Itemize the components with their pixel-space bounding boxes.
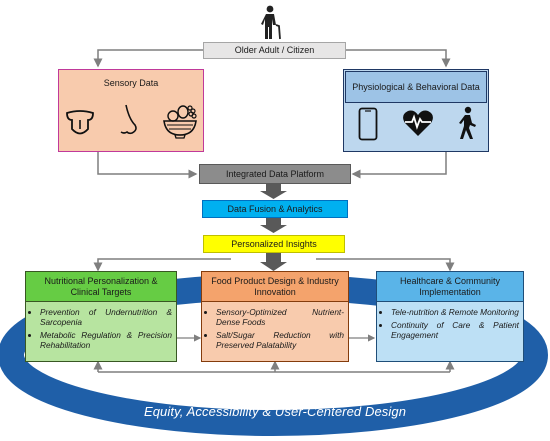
panel-food-design-title-text: Food Product Design & Industry Innovatio…	[211, 276, 339, 297]
fruit-bowl-icon	[163, 105, 197, 139]
elderly-person-icon	[261, 5, 281, 40]
citizen-label: Older Adult / Citizen	[234, 45, 315, 56]
list-item: Tele-nutrition & Remote Monitoring	[391, 307, 519, 317]
nose-icon	[120, 104, 137, 135]
list-item: Sensory-Optimized Nutrient-Dense Foods	[216, 307, 344, 327]
connector-physio-platform	[351, 150, 447, 179]
connector-insights-panel1	[93, 258, 231, 272]
panel-nutrition-title-text: Nutritional Personalization & Clinical T…	[44, 276, 158, 297]
list-item: Salt/Sugar Reduction with Preserved Pala…	[216, 330, 344, 350]
panel-nutrition-title: Nutritional Personalization & Clinical T…	[26, 272, 176, 302]
physio-title-text: Physiological & Behavioral Data	[352, 81, 480, 92]
connector-citizen-physio	[346, 49, 451, 68]
panel-healthcare-title: Healthcare & Community Implementation	[377, 272, 523, 302]
tongue-icon	[66, 110, 94, 135]
ring-label: Equity, Accessibility & User-Centered De…	[143, 404, 407, 419]
insights-label: Personalized Insights	[231, 238, 317, 249]
connector-insights-panel3	[316, 258, 455, 272]
list-item: Continuity of Care & Patient Engagement	[391, 320, 519, 340]
panel-nutrition-list: Prevention of Undernutrition & Sarcopeni…	[26, 303, 176, 361]
physio-data-title: Physiological & Behavioral Data	[345, 71, 487, 103]
panel-food-design-title: Food Product Design & Industry Innovatio…	[202, 272, 348, 302]
list-item: Metabolic Regulation & Precision Rehabil…	[40, 330, 172, 350]
list-item: Prevention of Undernutrition & Sarcopeni…	[40, 307, 172, 327]
arrow-insights-panels	[260, 253, 287, 271]
connector-citizen-sensory	[93, 49, 203, 68]
platform-label: Integrated Data Platform	[225, 168, 325, 179]
smartphone-icon	[358, 107, 378, 141]
integrated-platform-box: Integrated Data Platform	[199, 164, 351, 184]
citizen-box: Older Adult / Citizen	[203, 42, 346, 59]
fusion-label: Data Fusion & Analytics	[227, 203, 323, 214]
connector-sensory-platform	[97, 150, 198, 179]
personalized-insights-box: Personalized Insights	[203, 235, 345, 253]
arrow-fusion-insights	[260, 218, 287, 233]
panel-healthcare-title-text: Healthcare & Community Implementation	[399, 276, 501, 297]
data-fusion-box: Data Fusion & Analytics	[202, 200, 348, 218]
arrow-platform-fusion	[260, 184, 287, 199]
panel-food-design-list: Sensory-Optimized Nutrient-Dense Foods S…	[202, 303, 348, 361]
sensory-data-title: Sensory Data	[60, 71, 202, 95]
heart-pulse-icon	[403, 110, 433, 136]
panel-healthcare-list: Tele-nutrition & Remote Monitoring Conti…	[377, 303, 523, 361]
walking-person-icon	[459, 106, 476, 139]
sensory-title-text: Sensory Data	[103, 77, 159, 88]
